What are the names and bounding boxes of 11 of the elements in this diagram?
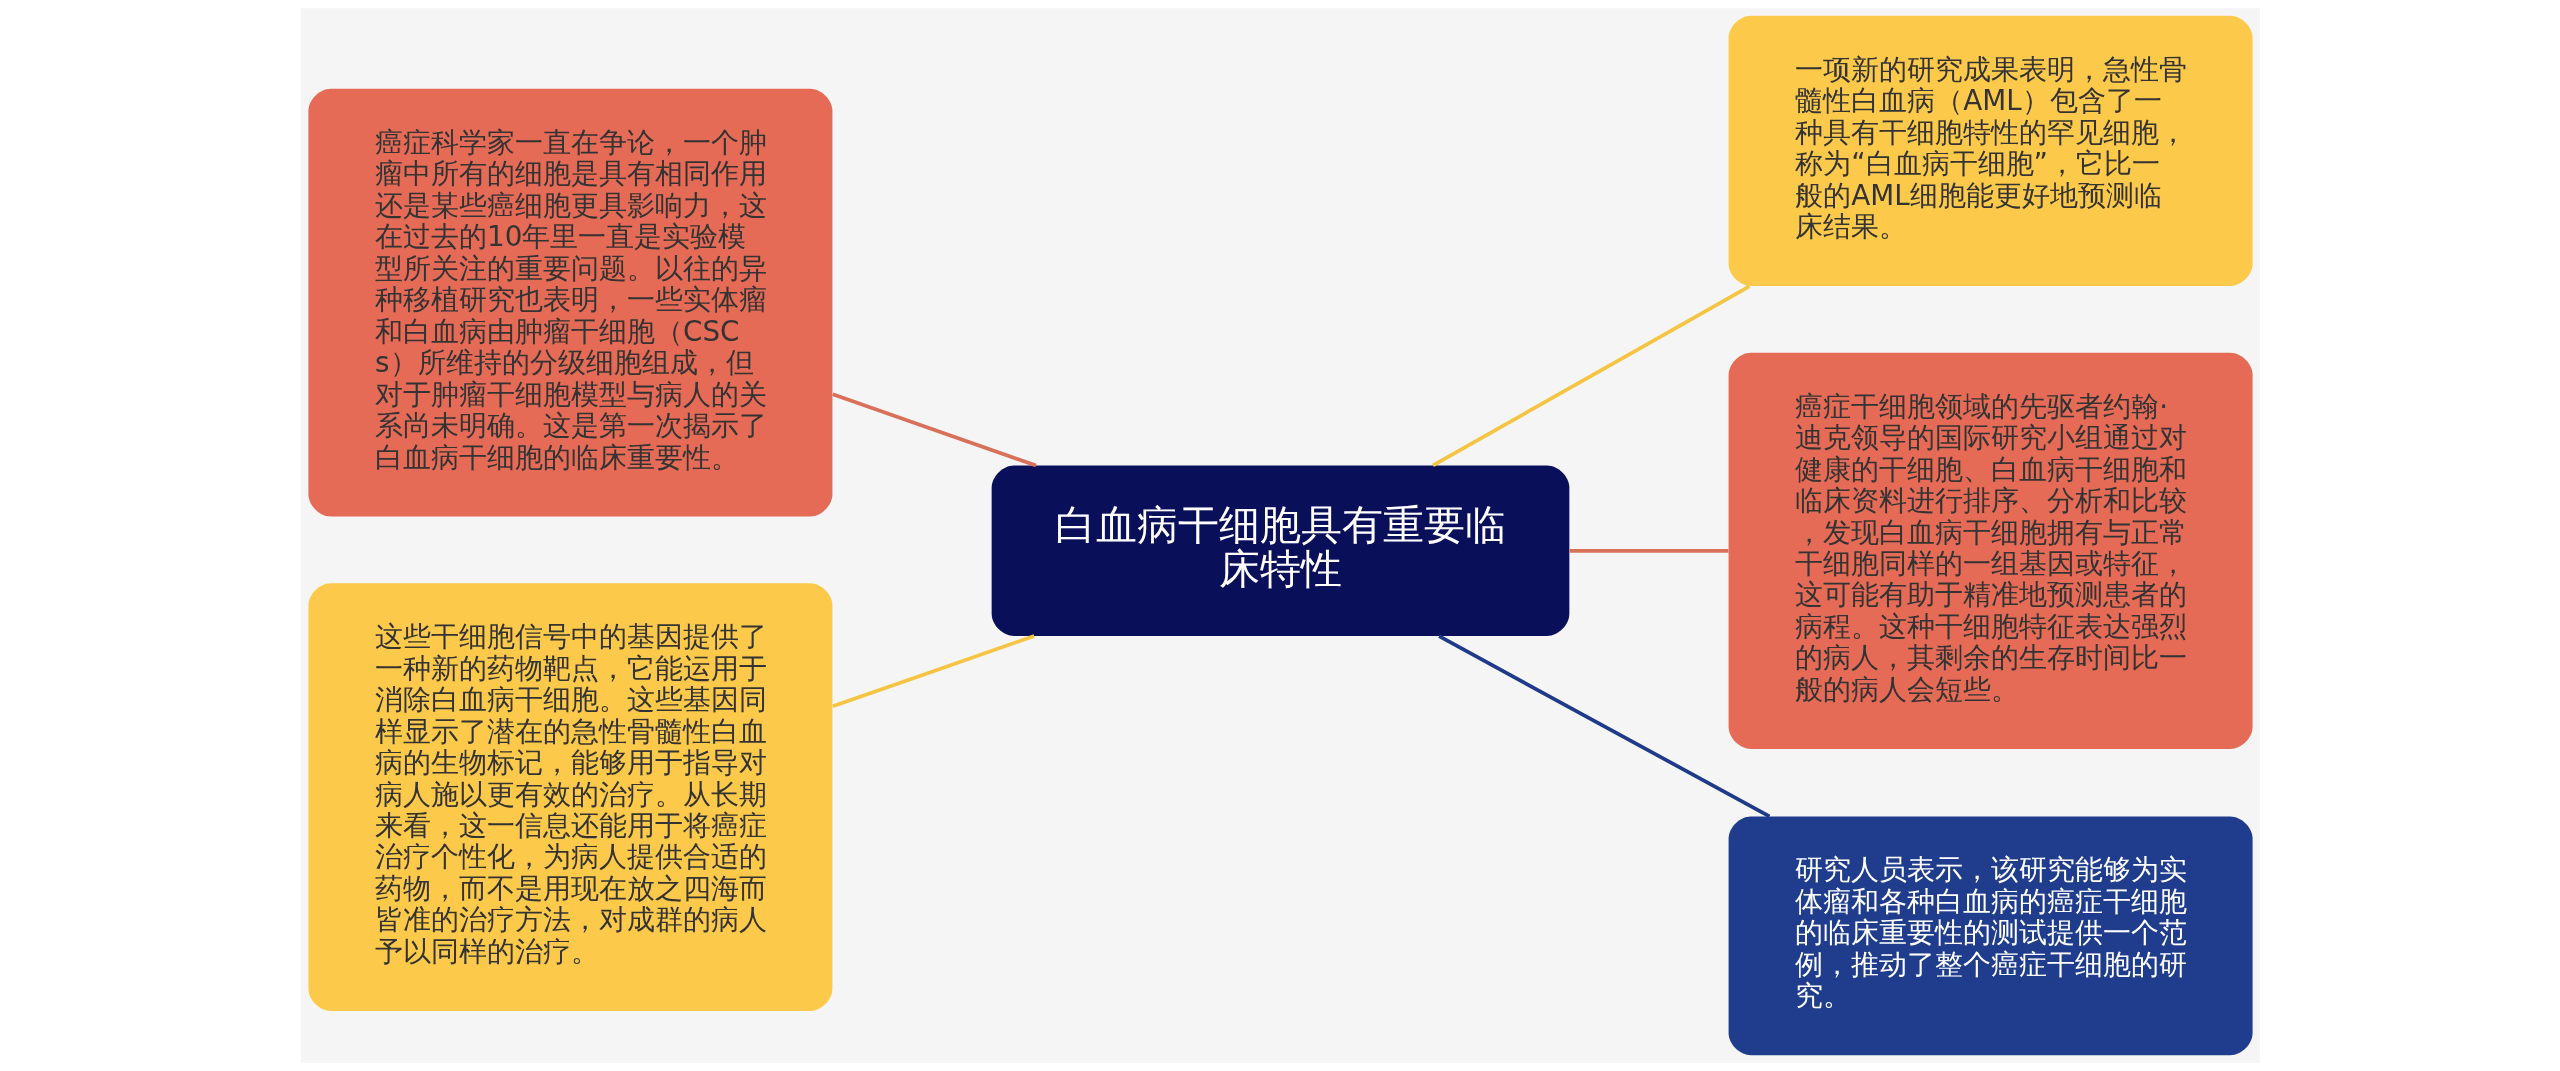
node-box: 癌症干细胞领域的先驱者约翰·迪克领导的国际研究小组通过对健康的干细胞、白血病干细胞和临床资料进行排序、分析和比较，发现白血病干细胞拥有与正常干细胞同样的一组基因或特征，这可能有助于精准地预测患者的病程。这种干细胞特征表达强烈的病人，其剩余的生存时间比一般的病人会短些。 bbox=[1728, 352, 2253, 749]
node-box: 癌症科学家一直在争论，一个肿瘤中所有的细胞是具有相同作用还是某些癌细胞更具影响力，这在过去的10年里一直是实验模型所关注的重要问题。以往的异种移植研究也表明，一些实体瘤和白血病由肿瘤干细胞（CSCs）所维持的分级细胞组成，但对于肿瘤干细胞模型与病人的关系尚未明确。这是第一次揭示了白血病干细胞的临床重要性。 bbox=[307, 88, 832, 517]
node-box: 一项新的研究成果表明，急性骨髓性白血病（AML）包含了一种具有干细胞特性的罕见细胞，称为“白血病干细胞”，它比一般的AML细胞能更好地预测临床结果。 bbox=[1728, 15, 2253, 286]
connector bbox=[1431, 284, 1750, 468]
node-box: 这些干细胞信号中的基因提供了一种新的药物靶点，它能运用于消除白血病干细胞。这些基因同样显示了潜在的急性骨髓性白血病的生物标记，能够用于指导对病人施以更有效的治疗。从长期来看，这一信息还能用于将癌症治疗个性化，为病人提供合适的药物，而不是用现在放之四海而皆准的治疗方法，对成群的病人予以同样的治疗。 bbox=[307, 583, 832, 1011]
node-box: 白血病干细胞具有重要临床特性 bbox=[991, 465, 1569, 636]
connector bbox=[831, 392, 1037, 468]
node-box: 研究人员表示，该研究能够为实体瘤和各种白血病的癌症干细胞的临床重要性的测试提供一个范例，推动了整个癌症干细胞的研究。 bbox=[1728, 816, 2253, 1056]
connector bbox=[1569, 548, 1728, 553]
connector bbox=[831, 634, 1035, 708]
connector bbox=[1437, 634, 1770, 818]
